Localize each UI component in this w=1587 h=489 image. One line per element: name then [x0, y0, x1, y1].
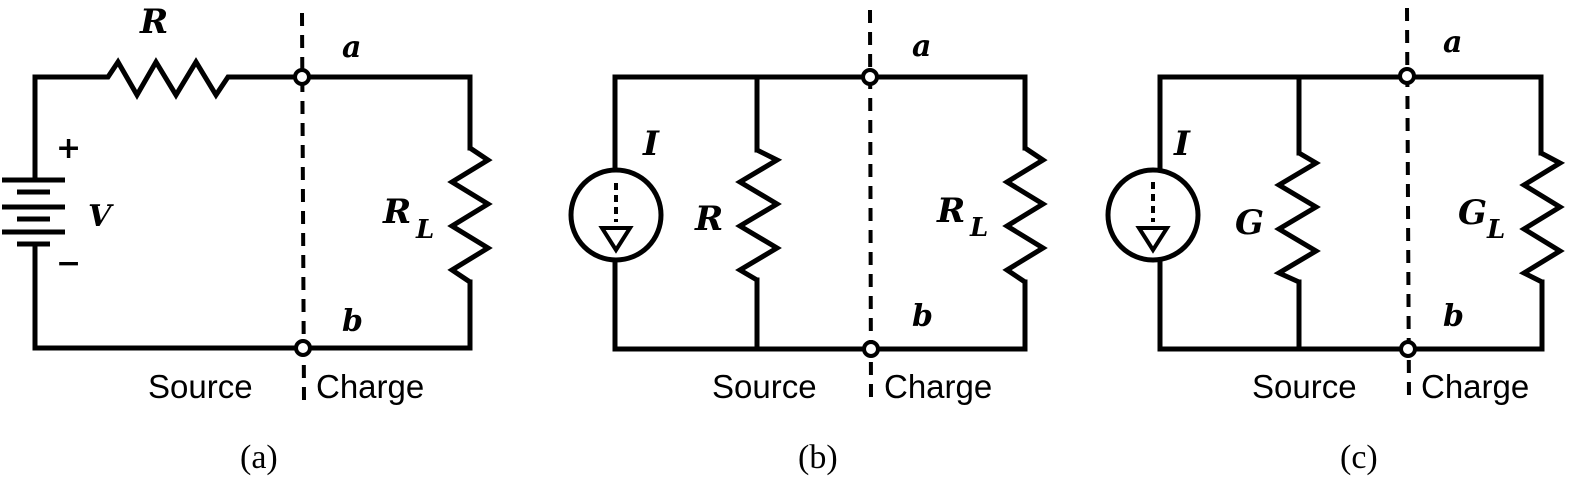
label-current-i: I	[642, 124, 660, 164]
label-load-subscript: L	[969, 213, 988, 243]
terminal-b-label: b	[1443, 299, 1464, 334]
wire-b-bottom	[612, 257, 1028, 352]
panel-c: I G G L a b Source Charge (c)	[1105, 7, 1566, 476]
resistor-b-internal	[735, 147, 783, 283]
label-resistor-r: R	[694, 199, 723, 239]
resistor-b-load	[1002, 145, 1048, 285]
conductance-c-internal	[1273, 150, 1321, 285]
arrow-down-icon	[1135, 226, 1171, 254]
wire-b-top	[612, 74, 1028, 173]
wire-c-top	[1157, 74, 1544, 173]
current-source-icon	[568, 167, 664, 263]
charge-side-label: Charge	[316, 368, 424, 405]
source-side-label: Source	[148, 368, 253, 405]
charge-side-label: Charge	[884, 368, 992, 405]
plus-sign: +	[56, 131, 81, 166]
minus-sign: −	[56, 246, 81, 281]
terminal-b-node	[862, 340, 880, 358]
label-load-rl: R	[936, 191, 965, 231]
arrow-down-icon	[598, 226, 634, 254]
terminal-b-label: b	[342, 304, 363, 339]
caption-c: (c)	[1340, 439, 1378, 476]
source-side-label: Source	[1252, 368, 1357, 405]
panel-b: I R R L a b Source Charge (b)	[568, 9, 1048, 476]
label-voltage-v: V	[88, 199, 114, 234]
caption-b: (b)	[798, 439, 838, 476]
label-load-gl: G	[1458, 193, 1487, 233]
panel-a: + − V R R L a b Source Charge (a)	[2, 2, 493, 476]
terminal-b-node	[1399, 340, 1417, 358]
resistor-a-load	[447, 145, 493, 285]
source-side-label: Source	[712, 368, 817, 405]
label-resistor-r: R	[139, 2, 168, 42]
wire-a-right-bottom	[32, 242, 473, 351]
terminal-a-node	[293, 68, 311, 86]
label-conductance-g: G	[1235, 203, 1264, 243]
label-current-i: I	[1173, 124, 1191, 164]
charge-side-label: Charge	[1421, 368, 1529, 405]
terminal-a-node	[1398, 67, 1416, 85]
terminal-a-label: a	[912, 29, 931, 64]
conductance-c-load	[1518, 150, 1566, 285]
wire-a-top-right	[232, 74, 473, 151]
wire-c-bottom	[1157, 259, 1545, 352]
terminal-b-node	[294, 339, 312, 357]
terminal-a-label: a	[1443, 25, 1462, 60]
terminal-b-label: b	[912, 299, 933, 334]
current-source-icon	[1105, 167, 1201, 263]
terminal-a-node	[861, 68, 879, 86]
caption-a: (a)	[240, 439, 278, 476]
label-load-subscript: L	[1486, 215, 1505, 245]
resistor-a-series	[100, 57, 235, 101]
terminal-a-label: a	[342, 30, 361, 65]
label-load-rl: R	[382, 192, 411, 232]
label-load-subscript: L	[415, 215, 434, 245]
battery-icon	[2, 177, 65, 247]
